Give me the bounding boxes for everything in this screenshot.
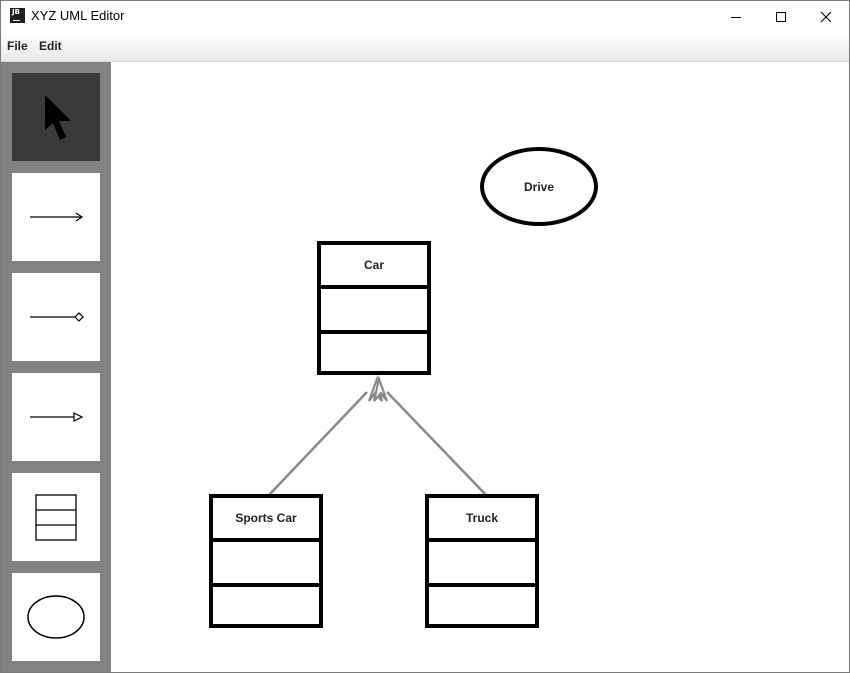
use-case-ellipse-icon — [27, 595, 85, 639]
menu-bar: File Edit — [1, 32, 849, 62]
minimize-icon — [731, 16, 741, 18]
class-operations — [213, 587, 319, 624]
class-name-label: Car — [363, 258, 384, 272]
maximize-icon — [776, 11, 786, 22]
diagram-canvas[interactable]: Drive Car Sports Car Truck — [111, 62, 849, 672]
class-sports-car[interactable]: Sports Car — [209, 494, 323, 628]
generalization-links — [268, 375, 487, 496]
use-case-label: Drive — [523, 179, 555, 194]
use-case-tool-button[interactable] — [12, 573, 100, 661]
minimize-button[interactable] — [713, 1, 759, 32]
arrow-cursor-icon — [45, 95, 71, 140]
tool-palette — [1, 62, 111, 672]
select-tool-button[interactable] — [12, 73, 100, 161]
composition-tool-button[interactable] — [12, 273, 100, 361]
title-bar[interactable]: JB XYZ UML Editor — [1, 1, 849, 32]
close-icon — [820, 11, 832, 22]
class-name-label: Truck — [465, 511, 498, 525]
class-attributes — [429, 542, 535, 587]
generalization-link-truck[interactable] — [386, 391, 487, 496]
class-truck[interactable]: Truck — [425, 494, 539, 628]
app-logo-text: JB — [12, 8, 20, 16]
association-tool-button[interactable] — [12, 173, 100, 261]
class-name: Truck — [429, 498, 535, 542]
class-car[interactable]: Car — [317, 241, 431, 375]
class-attributes — [213, 542, 319, 587]
class-name: Car — [321, 245, 427, 289]
app-logo-icon: JB — [10, 8, 25, 23]
generalization-tool-button[interactable] — [12, 373, 100, 461]
class-attributes — [321, 289, 427, 334]
close-button[interactable] — [803, 1, 849, 32]
menu-file[interactable]: File — [7, 39, 28, 53]
use-case-drive[interactable]: Drive — [480, 147, 598, 226]
composition-line-icon — [30, 312, 84, 322]
class-operations — [321, 334, 427, 371]
class-box-icon — [35, 494, 77, 541]
menu-edit[interactable]: Edit — [39, 39, 62, 53]
class-operations — [429, 587, 535, 624]
class-tool-button[interactable] — [12, 473, 100, 561]
association-line-icon — [30, 212, 84, 222]
window-title: XYZ UML Editor — [31, 8, 125, 23]
generalization-link-sports-car[interactable] — [268, 391, 368, 496]
class-name-label: Sports Car — [235, 511, 297, 525]
class-name: Sports Car — [213, 498, 319, 542]
generalization-arrowhead-icon — [367, 375, 389, 402]
generalization-line-icon — [30, 412, 84, 422]
maximize-button[interactable] — [758, 1, 804, 32]
